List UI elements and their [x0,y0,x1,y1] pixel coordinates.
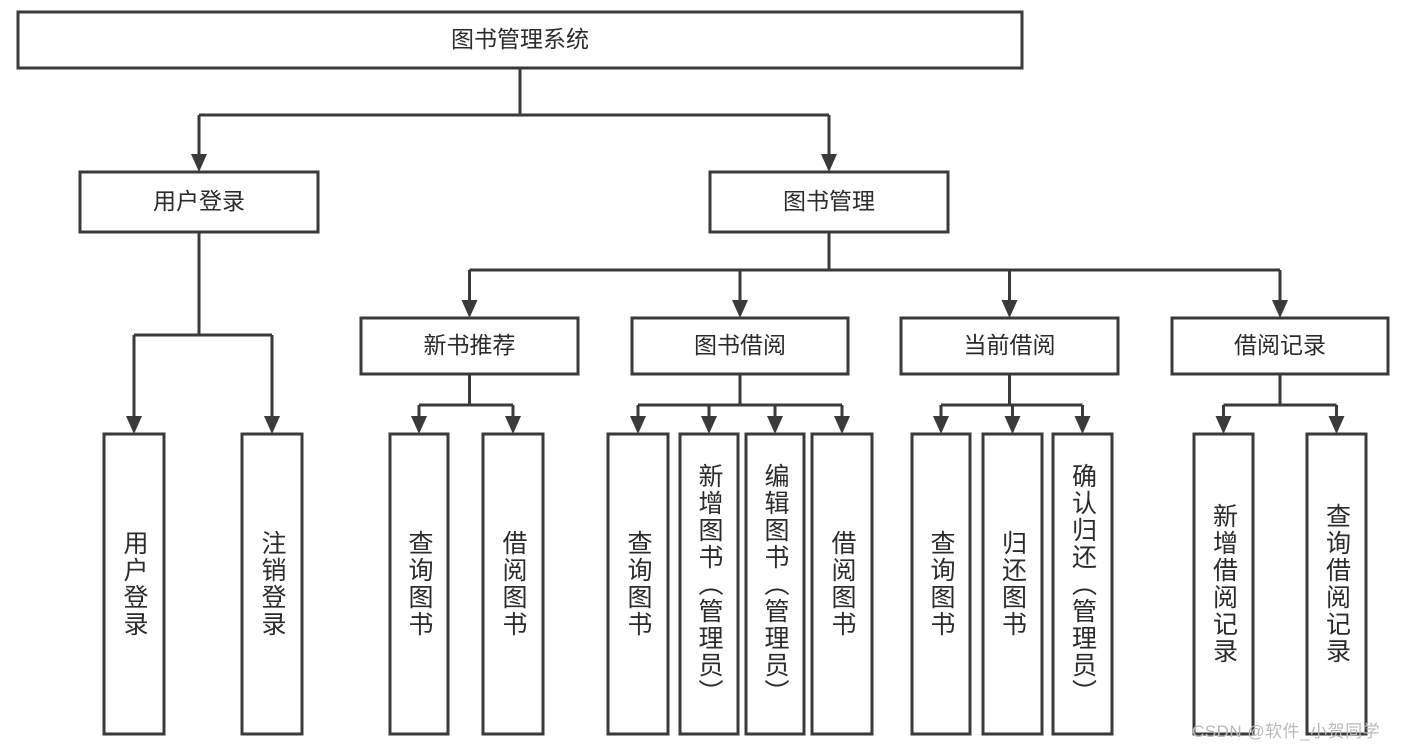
arrow-head-icon [1004,416,1021,434]
node-leaf-2-1[interactable] [606,432,670,736]
arrow-head-icon [767,416,783,434]
node-leaf-3-3[interactable] [1051,432,1114,736]
node-leaf-userlogin-1[interactable] [102,432,166,736]
arrow-head-icon [461,300,478,318]
node-leaf-3-2[interactable] [981,432,1044,736]
node-label: 借阅记录 [1234,332,1326,358]
arrow-head-icon [264,416,280,434]
arrow-head-icon [821,154,837,172]
node-leaf-2-4[interactable] [810,432,874,736]
arrow-head-icon [1001,300,1018,318]
arrow-head-icon [834,416,850,434]
node-leaf-3-1[interactable] [910,432,972,736]
node-leaf-userlogin-2[interactable] [240,432,304,736]
node-level2-2[interactable] [708,170,950,234]
arrow-head-icon [1074,416,1091,434]
node-level3-4[interactable] [1170,316,1390,376]
connectors-layer [126,68,1345,434]
node-leaf-4-2[interactable] [1305,432,1368,736]
arrow-head-icon [701,416,717,434]
node-level2-1[interactable] [78,170,320,234]
arrow-head-icon [630,416,646,434]
arrow-head-icon [191,154,207,172]
node-level3-1[interactable] [359,316,580,376]
watermark: CSDN @软件_小贺同学 [1192,722,1381,741]
node-label: 图书管理系统 [451,26,589,52]
node-label: 图书管理 [783,188,875,214]
arrow-head-icon [1215,416,1232,434]
arrow-head-icon [505,416,521,434]
arrow-head-icon [732,300,748,318]
node-leaf-2-3[interactable] [744,432,806,736]
node-leaf-1-1[interactable] [388,432,450,736]
arrow-head-icon [1272,300,1288,318]
node-leaf-2-2[interactable] [678,432,740,736]
node-level3-3[interactable] [899,316,1120,376]
arrow-head-icon [1328,416,1345,434]
node-label: 新书推荐 [424,332,516,358]
node-leaf-4-1[interactable] [1192,432,1255,736]
arrow-head-icon [126,416,142,434]
node-leaf-1-2[interactable] [481,432,545,736]
node-label: 当前借阅 [964,332,1056,358]
node-label: 用户登录 [153,188,245,214]
arrow-head-icon [933,416,949,434]
node-label: 图书借阅 [694,332,786,358]
node-root-system[interactable] [16,10,1024,70]
node-level3-2[interactable] [630,316,850,376]
arrow-head-icon [411,416,427,434]
